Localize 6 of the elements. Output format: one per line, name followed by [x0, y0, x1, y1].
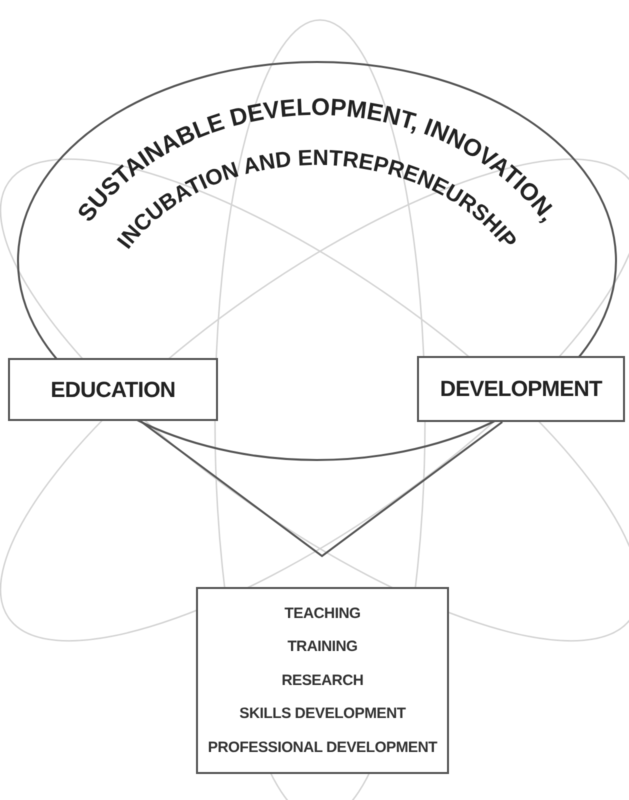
list-item: TEACHING	[284, 604, 360, 624]
list-item: SKILLS DEVELOPMENT	[239, 704, 406, 724]
list-item: TRAINING	[287, 637, 358, 658]
list-item: RESEARCH	[282, 670, 364, 691]
connector-line	[140, 420, 503, 558]
list-item: PROFESSIONAL DEVELOPMENT	[208, 738, 438, 758]
